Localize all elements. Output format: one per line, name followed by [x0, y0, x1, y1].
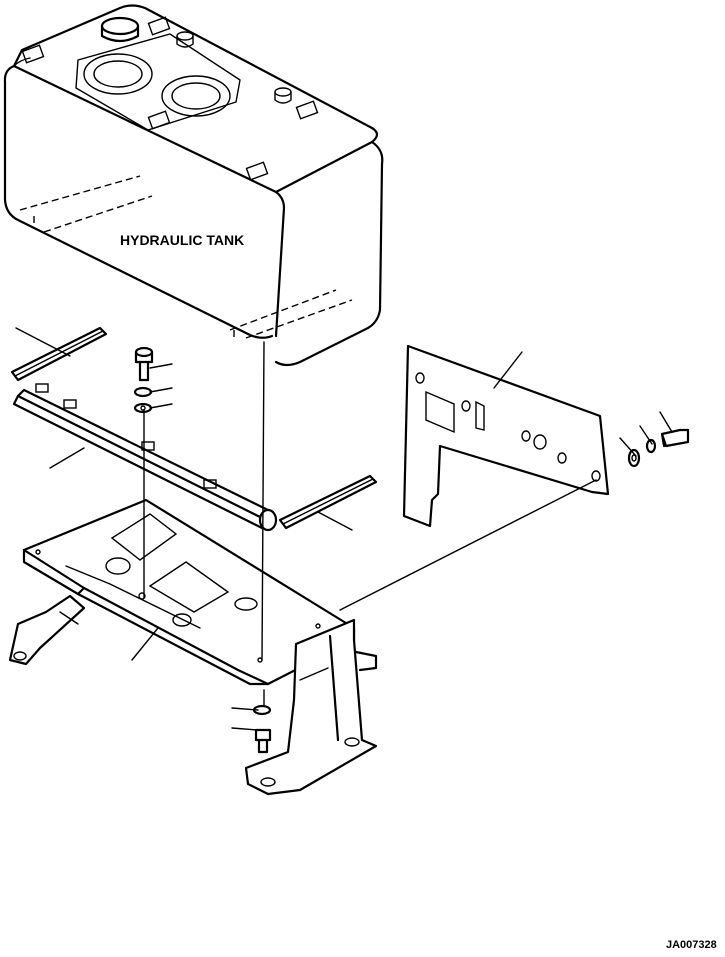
bolt-washer-stack-bottom [252, 704, 272, 754]
cover-plate [402, 344, 610, 528]
assembly-lines [143, 341, 597, 707]
cushion-strip-left [10, 326, 108, 382]
cushion-strip-right [278, 474, 378, 530]
bolt-washer-stack-right [627, 428, 690, 468]
leader-lines [15, 327, 673, 731]
tank-label: HYDRAULIC TANK [120, 232, 244, 248]
drawing-code: JA007328 [666, 939, 717, 951]
right-stand [244, 618, 378, 796]
hydraulic-tank [3, 4, 384, 367]
support-bar [12, 383, 278, 532]
bolt-washer-stack-left [133, 346, 154, 414]
left-bracket [8, 594, 86, 666]
